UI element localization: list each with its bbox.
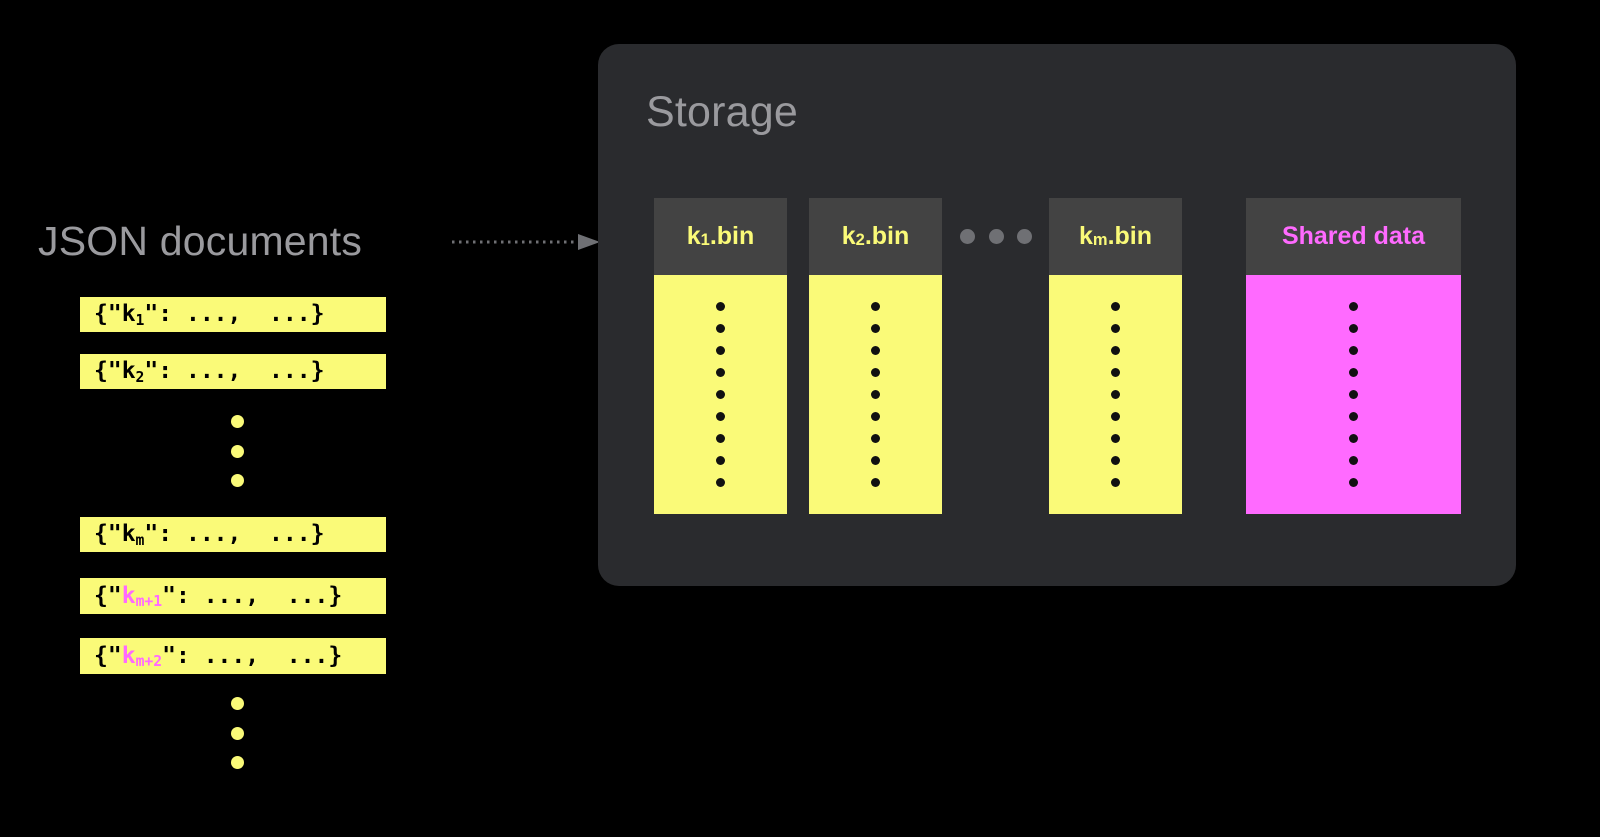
json-document-text: {"k1": ..., ...}	[94, 301, 325, 329]
record-dot	[871, 478, 880, 487]
record-dot	[871, 456, 880, 465]
record-dot	[1111, 390, 1120, 399]
json-document-row-new: {"km+2": ..., ...}	[80, 638, 386, 674]
arrow-head	[578, 234, 600, 250]
record-dot	[871, 390, 880, 399]
record-dot	[716, 368, 725, 377]
record-dot	[1349, 368, 1358, 377]
record-dot	[1111, 368, 1120, 377]
json-document-row: {"k2": ..., ...}	[80, 354, 386, 389]
flow-arrow-icon	[452, 234, 600, 250]
json-document-text: {"k2": ..., ...}	[94, 358, 325, 386]
ellipsis-dot	[231, 415, 244, 428]
record-dot	[871, 434, 880, 443]
record-dot	[716, 478, 725, 487]
ellipsis-dot	[1017, 229, 1032, 244]
record-dot	[716, 302, 725, 311]
ellipsis-dot	[231, 697, 244, 710]
storage-bin-body	[809, 275, 942, 514]
json-document-row: {"k1": ..., ...}	[80, 297, 386, 332]
ellipsis-dot	[231, 756, 244, 769]
storage-title: Storage	[646, 88, 799, 136]
ellipsis-dot	[231, 444, 244, 458]
record-dot	[1349, 390, 1358, 399]
json-documents-panel: JSON documents {"k1": ..., ...} {"k2": .…	[0, 0, 580, 837]
record-dot	[871, 324, 880, 333]
vertical-ellipsis	[231, 697, 244, 769]
record-dot	[716, 434, 725, 443]
storage-bin-body	[1049, 275, 1182, 514]
record-dot	[871, 412, 880, 421]
record-dot	[1111, 456, 1120, 465]
json-document-row: {"km": ..., ...}	[80, 517, 386, 552]
ellipsis-dot	[960, 229, 975, 244]
record-dot	[1349, 478, 1358, 487]
record-dot	[716, 456, 725, 465]
ellipsis-dot	[231, 474, 244, 487]
record-dot	[1349, 302, 1358, 311]
record-dot	[1111, 302, 1120, 311]
record-dot	[1111, 346, 1120, 355]
record-dot	[1349, 324, 1358, 333]
record-dot	[716, 390, 725, 399]
json-document-text: {"km+2": ..., ...}	[94, 642, 343, 671]
json-document-row-new: {"km+1": ..., ...}	[80, 578, 386, 614]
record-dot	[716, 412, 725, 421]
record-dot	[871, 302, 880, 311]
record-dot	[1349, 434, 1358, 443]
record-dot	[871, 346, 880, 355]
vertical-ellipsis	[231, 415, 244, 487]
storage-bin-label: Shared data	[1246, 198, 1461, 275]
record-dot	[1111, 324, 1120, 333]
record-dot	[871, 368, 880, 377]
storage-bin-body	[654, 275, 787, 514]
record-dot	[1349, 456, 1358, 465]
record-dot	[716, 324, 725, 333]
ellipsis-dot	[231, 726, 244, 740]
record-dot	[1349, 412, 1358, 421]
record-dot	[716, 346, 725, 355]
ellipsis-dot	[988, 229, 1004, 244]
storage-bin-shared-data[interactable]: Shared data	[1246, 198, 1461, 514]
record-dot	[1111, 412, 1120, 421]
json-documents-title: JSON documents	[38, 218, 363, 264]
json-document-text: {"km+1": ..., ...}	[94, 582, 343, 611]
json-document-text: {"km": ..., ...}	[94, 521, 325, 549]
storage-bin-body	[1246, 275, 1461, 514]
record-dot	[1349, 346, 1358, 355]
record-dot	[1111, 434, 1120, 443]
record-dot	[1111, 478, 1120, 487]
horizontal-ellipsis	[960, 229, 1032, 244]
